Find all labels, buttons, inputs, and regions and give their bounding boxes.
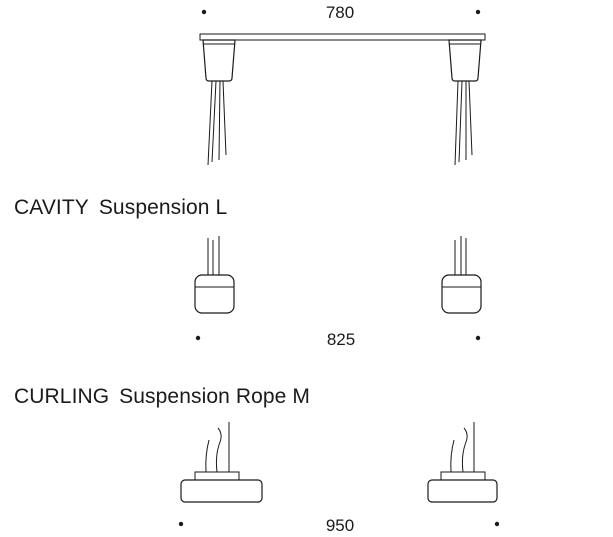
dimension-marker-right <box>475 335 481 341</box>
curling-left-lamp <box>180 422 263 503</box>
left-cables <box>207 80 227 166</box>
right-pendant-head <box>448 39 482 82</box>
curling-left-cap <box>194 471 240 481</box>
curling-right-cap <box>440 471 486 481</box>
dimension-marker-right <box>475 9 481 15</box>
cavity-right-shade <box>441 274 482 314</box>
dimension-950-label: 950 <box>326 516 354 535</box>
curling-right-lamp <box>427 422 498 503</box>
curling-brand-name: CURLING <box>14 385 110 408</box>
dimension-780-label: 780 <box>326 3 354 22</box>
dimension-marker-left <box>195 335 201 341</box>
connecting-bar <box>199 33 486 41</box>
curling-right-shade <box>427 479 498 503</box>
right-cables <box>454 80 473 166</box>
dimension-marker-left <box>201 9 207 15</box>
curling-left-shade <box>180 479 263 503</box>
cavity-section-title: CAVITY Suspension L <box>14 196 227 220</box>
curling-section-title: CURLING Suspension Rope M <box>14 385 310 409</box>
dimension-825-label: 825 <box>327 330 355 349</box>
curling-product-name: Suspension Rope M <box>119 385 310 408</box>
cavity-brand-name: CAVITY <box>14 196 89 219</box>
curling-drawing: 950 <box>178 422 500 535</box>
cavity-left-shade <box>194 274 235 314</box>
left-pendant-head <box>202 39 236 82</box>
cavity-right-lamp <box>441 236 482 314</box>
cavity-product-name: Suspension L <box>98 196 228 219</box>
cavity-left-lamp <box>194 236 235 314</box>
top-fixture-drawing: 780 <box>199 3 486 166</box>
dimension-marker-left <box>178 521 184 527</box>
cavity-drawing: 825 <box>194 236 482 349</box>
dimension-marker-right <box>494 521 500 527</box>
